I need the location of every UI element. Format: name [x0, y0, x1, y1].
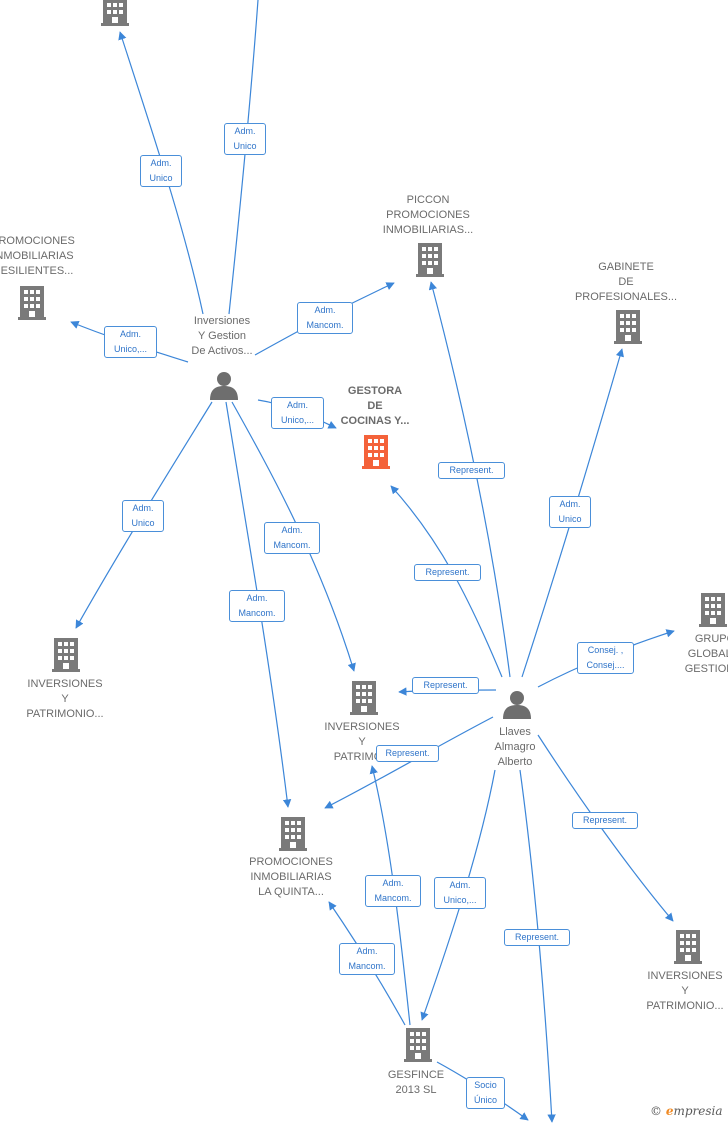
- edge-line: [390, 485, 503, 678]
- edge-label[interactable]: Adm. Mancom.: [365, 875, 421, 907]
- edge-label[interactable]: Consej. , Consej....: [577, 642, 634, 674]
- building-icon[interactable]: [101, 0, 129, 26]
- edge-label[interactable]: Represent.: [572, 812, 638, 829]
- node-label[interactable]: PICCON PROMOCIONES INMOBILIARIAS...: [382, 194, 474, 236]
- edge-label[interactable]: Represent.: [376, 745, 439, 762]
- edge-line: [231, 401, 356, 672]
- edge-label[interactable]: Adm. Mancom.: [264, 522, 320, 554]
- building-icon[interactable]: [279, 817, 307, 851]
- person-icon[interactable]: [210, 372, 238, 400]
- edge-label[interactable]: Adm. Unico,...: [434, 877, 486, 909]
- brand-watermark: © empresia: [650, 1104, 723, 1118]
- edge-label[interactable]: Adm. Mancom.: [339, 943, 395, 975]
- edge-label[interactable]: Adm. Mancom.: [229, 590, 285, 622]
- node-label[interactable]: GESTORA DE COCINAS Y...: [340, 385, 410, 427]
- edge-label[interactable]: Adm. Mancom.: [297, 302, 353, 334]
- brand-initial: e: [665, 1104, 674, 1118]
- edge-label[interactable]: Adm. Unico: [224, 123, 266, 155]
- building-icon[interactable]: [52, 638, 80, 672]
- node-label[interactable]: GRUPO GLOBAL D GESTION D: [684, 633, 728, 675]
- node-label[interactable]: GESFINCE 2013 SL: [387, 1069, 445, 1096]
- edge-label[interactable]: Represent.: [438, 462, 505, 479]
- building-icon[interactable]: [404, 1028, 432, 1062]
- edge-label[interactable]: Represent.: [414, 564, 481, 581]
- node-label[interactable]: PROMOCIONES INMOBILIARIAS RESILIENTES...: [0, 235, 75, 277]
- edge-line: [324, 716, 494, 809]
- edge-label[interactable]: Adm. Unico: [140, 155, 182, 187]
- building-icon[interactable]: [18, 286, 46, 320]
- building-icon[interactable]: [362, 435, 390, 469]
- node-label[interactable]: PROMOCIONES INMOBILIARIAS LA QUINTA...: [249, 856, 333, 898]
- node-label[interactable]: GABINETE DE PROFESIONALES...: [574, 261, 678, 303]
- edge-label[interactable]: Adm. Unico,...: [104, 326, 157, 358]
- edge-label[interactable]: Socio Único: [466, 1077, 505, 1109]
- person-icon[interactable]: [503, 691, 531, 719]
- edge-label[interactable]: Adm. Unico: [549, 496, 591, 528]
- edge-line: [428, 281, 511, 678]
- edge-label[interactable]: Represent.: [504, 929, 570, 946]
- copyright-icon: ©: [650, 1104, 662, 1118]
- edge-line: [537, 734, 674, 922]
- building-icon[interactable]: [416, 243, 444, 277]
- building-icon[interactable]: [614, 310, 642, 344]
- node-label[interactable]: Llaves Almagro Alberto: [494, 726, 536, 768]
- building-icon[interactable]: [699, 593, 727, 627]
- node-label[interactable]: Inversiones Y Gestion De Activos...: [191, 315, 253, 357]
- edge-label[interactable]: Adm. Unico: [122, 500, 164, 532]
- edge-label[interactable]: Adm. Unico,...: [271, 397, 324, 429]
- node-label[interactable]: INVERSIONES Y PATRIMONIO...: [26, 678, 104, 720]
- building-icon[interactable]: [674, 930, 702, 964]
- edge-line: [228, 0, 259, 315]
- edge-label[interactable]: Represent.: [412, 677, 479, 694]
- edge-line: [519, 769, 556, 1123]
- brand-name: mpresia: [673, 1104, 723, 1118]
- building-icon[interactable]: [350, 681, 378, 715]
- node-label[interactable]: INVERSIONES Y PATRIMONIO...: [646, 970, 724, 1012]
